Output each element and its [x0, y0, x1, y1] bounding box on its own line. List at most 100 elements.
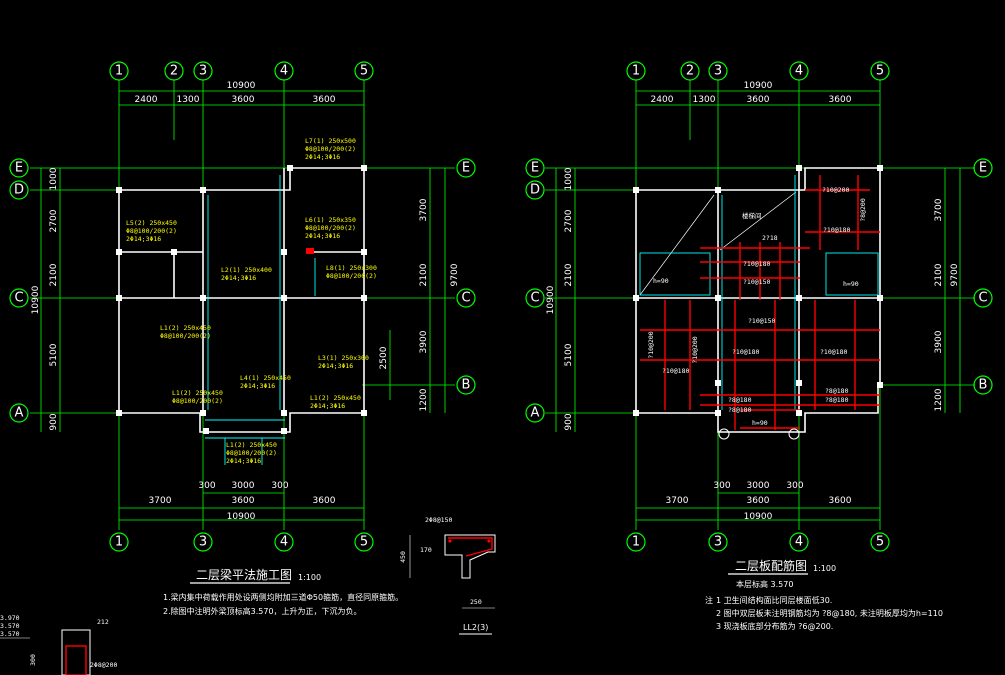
svg-text:A: A	[15, 406, 24, 421]
beam-label: Φ8@100/200(2)	[226, 449, 277, 457]
axis-bubble-left: D	[9, 180, 29, 200]
axis-bubble-top: 1	[109, 61, 129, 81]
dim-right-total: 9700	[450, 263, 460, 286]
svg-text:C: C	[978, 291, 987, 306]
svg-text:2: 2	[170, 64, 178, 79]
svg-text:3: 3	[199, 535, 207, 550]
dim-inner: 2500	[379, 346, 389, 369]
rebar-label: ?10@180	[820, 348, 847, 356]
elevation-3: 3.570	[0, 630, 20, 638]
beam-label: Φ8@100/200(2)	[305, 224, 356, 232]
svg-text:4: 4	[795, 535, 803, 550]
left-drawing-title: 二层梁平法施工图	[196, 567, 292, 582]
dim-bottom-inner: 300	[271, 481, 288, 491]
svg-text:E: E	[979, 161, 987, 176]
axis-bubble-left: C	[525, 288, 545, 308]
balcony-end	[718, 428, 730, 440]
rebar-label: ?10@200	[691, 336, 699, 363]
corner-dim-side: 300	[29, 654, 37, 666]
left-red-mark	[306, 248, 314, 254]
left-note-1: 1.梁内集中荷载作用处设两侧均附加三道Φ50箍筋，直径同原箍筋。	[163, 592, 403, 602]
svg-text:4: 4	[280, 64, 288, 79]
section-name: LL2(3)	[463, 623, 488, 632]
svg-text:3: 3	[714, 535, 722, 550]
axis-bubble-left: E	[525, 158, 545, 178]
dim-bottom-total: 10900	[744, 512, 773, 522]
elevation-2: 3.570	[0, 622, 20, 630]
beam-label: Φ8@100/200(2)	[305, 145, 356, 153]
svg-text:1: 1	[632, 64, 640, 79]
dim-bottom-total: 10900	[227, 512, 256, 522]
right-notes-prefix: 注	[705, 595, 713, 605]
dim-bottom: 3700	[149, 496, 172, 506]
axis-bubble-bottom: 4	[274, 532, 294, 552]
axis-bubble-top: 5	[354, 61, 374, 81]
svg-text:5: 5	[360, 535, 368, 550]
dim-top-total: 10900	[227, 81, 256, 91]
beam-label: L1(2) 250x450	[310, 394, 361, 402]
dim-left-total: 10900	[31, 285, 41, 314]
rebar-label: ?10@150	[743, 278, 770, 286]
rebar-label: ?8@180	[728, 406, 752, 414]
dim-top: 2400	[651, 95, 674, 105]
beam-label: L2(1) 250x400	[221, 266, 272, 274]
dim-left: 900	[49, 413, 59, 430]
dim-right: 2100	[419, 263, 429, 286]
dim-bottom-inner: 3000	[232, 481, 255, 491]
dim-top: 3600	[829, 95, 852, 105]
svg-text:3: 3	[714, 64, 722, 79]
right-drawing-scale: 1:100	[813, 564, 836, 573]
dim-bottom: 3600	[232, 496, 255, 506]
axis-bubble-right: E	[456, 158, 476, 178]
slab-labels: h=90 h=90 h=90 楼梯间	[653, 211, 859, 427]
axis-bubble-bottom: 1	[109, 532, 129, 552]
stair-label: 楼梯间	[742, 211, 762, 220]
slab-thickness: h=90	[653, 277, 669, 285]
axis-bubble-left: A	[9, 403, 29, 423]
dim-bottom: 3600	[747, 496, 770, 506]
svg-text:2: 2	[686, 64, 694, 79]
dim-right: 1200	[934, 388, 944, 411]
beam-label: Φ8@100/200(2)	[160, 332, 211, 340]
svg-text:E: E	[15, 161, 23, 176]
right-drawing-title: 二层板配筋图	[735, 558, 807, 573]
corner-section-detail: 3.970 3.570 3.570 212 300 2Φ8@200	[0, 614, 117, 675]
dim-top: 1300	[177, 95, 200, 105]
svg-text:3: 3	[199, 64, 207, 79]
rebar-label: ?10@180	[743, 260, 770, 268]
beam-label: L6(1) 250x350	[305, 216, 356, 224]
svg-text:A: A	[531, 406, 540, 421]
beam-label: Φ8@100/200(2)	[172, 397, 223, 405]
rebar-label: ?8@180	[825, 396, 849, 404]
rebar-label: ?10@150	[748, 317, 775, 325]
beam-label: L7(1) 250x500	[305, 137, 356, 145]
right-dimensions: 10900 2400 1300 3600 3600 300 3000 300 3…	[546, 81, 960, 522]
beam-label: Φ8@100/200(2)	[126, 227, 177, 235]
axis-bubble-left: D	[525, 180, 545, 200]
beam-label: L1(2) 250x450	[172, 389, 223, 397]
axis-bubble-left: A	[525, 403, 545, 423]
axis-bubble-top: 1	[626, 61, 646, 81]
dim-left: 5100	[49, 343, 59, 366]
dim-left: 900	[564, 413, 574, 430]
svg-text:5: 5	[876, 64, 884, 79]
axis-bubble-left: E	[9, 158, 29, 178]
axis-bubble-top: 2	[680, 61, 700, 81]
dim-bottom-inner: 3000	[747, 481, 770, 491]
right-axis-bubbles: 1 2 3 4 5 1 3 4 5 E D C A E C B	[525, 61, 993, 552]
axis-bubble-bottom: 5	[870, 532, 890, 552]
svg-text:1: 1	[115, 64, 123, 79]
axis-bubble-top: 2	[164, 61, 184, 81]
left-beams	[205, 175, 316, 465]
corner-rebar: 2Φ8@200	[90, 661, 117, 669]
dim-left: 1000	[49, 167, 59, 190]
slab-thickness: h=90	[843, 280, 859, 288]
beam-label: L5(2) 250x450	[126, 219, 177, 227]
dim-left: 2700	[49, 209, 59, 232]
left-axis-bubbles: 1 2 3 4 5 1 3 4 5 E D C A E C B	[9, 61, 476, 552]
dim-right: 3700	[934, 198, 944, 221]
right-beams	[639, 175, 879, 410]
right-drawing-subtitle: 本层标高 3.570	[736, 579, 793, 589]
beam-label: 2Φ14;3Φ16	[221, 274, 256, 282]
